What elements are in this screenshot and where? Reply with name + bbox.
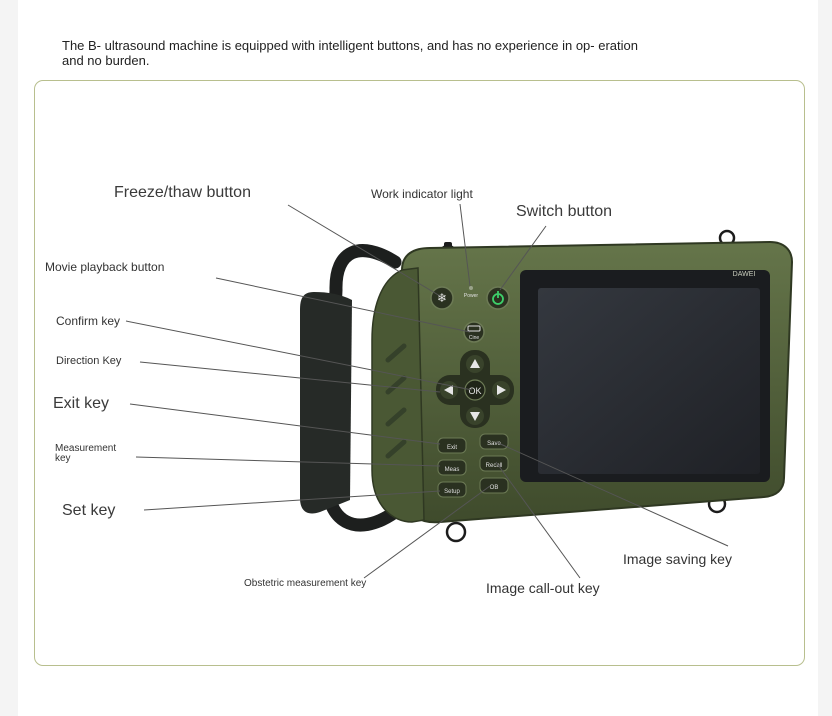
direction-right-button[interactable] [492, 381, 510, 399]
mount-ring-bottom-left [445, 521, 467, 543]
work-indicator-light: Power [464, 286, 479, 299]
label-movie-playback: Movie playback button [45, 260, 165, 274]
leader-work-indicator [459, 203, 471, 287]
leader-switch [499, 225, 547, 291]
brand-logo: DAWEI [733, 271, 756, 278]
obstetric-key[interactable]: OB [479, 477, 509, 494]
freeze-button[interactable]: ❄ [430, 286, 454, 310]
bumper-ridges [385, 343, 407, 459]
direction-left-button[interactable] [440, 381, 458, 399]
arrow-up-icon [470, 359, 480, 368]
exit-key[interactable]: Exit [437, 437, 467, 454]
recall-label: Recall [486, 463, 503, 469]
power-label: Power [464, 293, 479, 299]
label-set-key: Set key [62, 502, 116, 519]
leader-set [143, 490, 441, 511]
label-obstetric-key: Obstetric measurement key [244, 578, 367, 589]
exit-label: Exit [447, 445, 457, 451]
side-bumper [371, 267, 425, 523]
snowflake-icon: ❄ [437, 291, 447, 305]
label-confirm-key: Confirm key [56, 314, 121, 328]
leader-direction [139, 361, 441, 393]
meas-label: Meas [445, 467, 460, 473]
leader-image-callout [495, 461, 581, 579]
leader-movie [215, 277, 471, 333]
direction-down-button[interactable] [466, 407, 484, 425]
arrow-down-icon [470, 412, 480, 421]
ok-button[interactable]: OK [464, 379, 486, 401]
leader-image-saving [495, 441, 729, 547]
leader-lines [125, 203, 729, 579]
setup-key[interactable]: Setup [437, 481, 467, 498]
measurement-key[interactable]: Meas [437, 459, 467, 476]
label-switch-button: Switch button [516, 203, 613, 220]
leader-measurement [135, 456, 441, 467]
label-image-saving: Image saving key [623, 551, 732, 567]
arrow-right-icon [497, 385, 506, 395]
screen [538, 288, 760, 474]
leader-freeze [287, 204, 441, 297]
setup-label: Setup [444, 489, 460, 495]
ok-label: OK [468, 386, 481, 396]
save-label: Save [487, 441, 501, 447]
power-switch-button[interactable] [486, 286, 510, 310]
label-image-callout: Image call-out key [486, 580, 600, 596]
cine-label: Cine [469, 335, 480, 341]
leader-confirm [125, 320, 473, 391]
intro-text: The B- ultrasound machine is equipped wi… [62, 38, 638, 68]
ob-label: OB [490, 485, 499, 491]
label-work-indicator: Work indicator light [371, 187, 473, 201]
label-freeze-thaw: Freeze/thaw button [114, 184, 251, 201]
recall-key[interactable]: Recall [479, 455, 509, 472]
leader-obstetric [363, 485, 491, 579]
save-key[interactable]: Save [479, 433, 509, 450]
cine-button[interactable]: Cine [463, 321, 485, 343]
leader-exit [129, 403, 441, 445]
arrow-left-icon [444, 385, 453, 395]
direction-up-button[interactable] [466, 355, 484, 373]
label-measurement-key: Measurement key [55, 443, 117, 464]
label-exit-key: Exit key [53, 395, 110, 412]
label-direction-key: Direction Key [56, 355, 122, 367]
